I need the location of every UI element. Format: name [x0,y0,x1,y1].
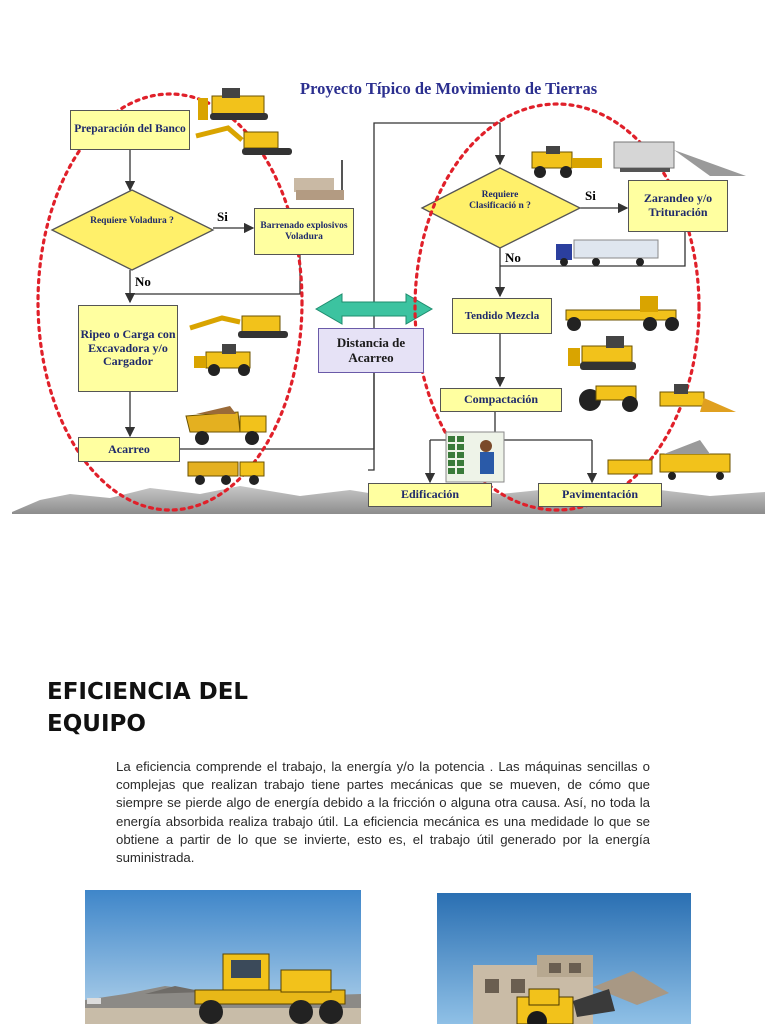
decision-voladura-label: Requiere Voladura ? [86,216,178,227]
motor-grader-photo [85,890,361,1024]
dozer-small-icon [660,384,736,412]
construction-worker-icon [446,432,504,482]
branch-si-left: Si [217,209,228,225]
compactor-icon [579,386,638,412]
loader-right-icon [532,146,602,178]
decision-voladura-shape [52,190,213,270]
box-edificacion: Edificación [368,483,492,507]
wheel-loader-photo-graphic [437,893,691,1024]
branch-no-right: No [505,250,521,266]
drill-rig-icon [294,160,344,200]
crusher-plant-icon [614,142,746,176]
motor-grader-photo-graphic [85,890,361,1024]
wheel-loader-photo [437,893,691,1024]
articulated-truck-icon [188,462,264,485]
bulldozer-right-icon [568,336,636,370]
motor-grader-icon [566,296,679,331]
box-distancia-acarreo: Distancia de Acarreo [318,328,424,373]
section-body-text: La eficiencia comprende el trabajo, la e… [116,758,650,867]
box-ripeo-carga: Ripeo o Carga con Excavadora y/o Cargado… [78,305,178,392]
branch-si-right: Si [585,188,596,204]
excavator-mid-icon [190,316,288,338]
box-barrenado: Barrenado explosivos Voladura [254,208,354,255]
box-preparacion-banco: Preparación del Banco [70,110,190,150]
paver-icon [608,440,730,480]
diagram-title: Proyecto Típico de Movimiento de Tierras [300,79,700,99]
haul-truck-icon [186,406,266,445]
loader-mid-icon [194,344,250,376]
box-compactacion: Compactación [440,388,562,412]
section-heading: EFICIENCIA DEL EQUIPO [47,676,347,740]
box-zarandeo: Zarandeo y/o Trituración [628,180,728,232]
branch-no-left: No [135,274,151,290]
box-pavimentacion: Pavimentación [538,483,662,507]
decision-clasificacion-label: Requiere Clasificació n ? [460,190,540,212]
excavator-top-icon [196,128,292,155]
semi-truck-icon [556,240,658,266]
box-acarreo: Acarreo [78,437,180,462]
earthmoving-diagram: Proyecto Típico de Movimiento de Tierras… [0,0,768,520]
box-tendido-mezcla: Tendido Mezcla [452,298,552,334]
